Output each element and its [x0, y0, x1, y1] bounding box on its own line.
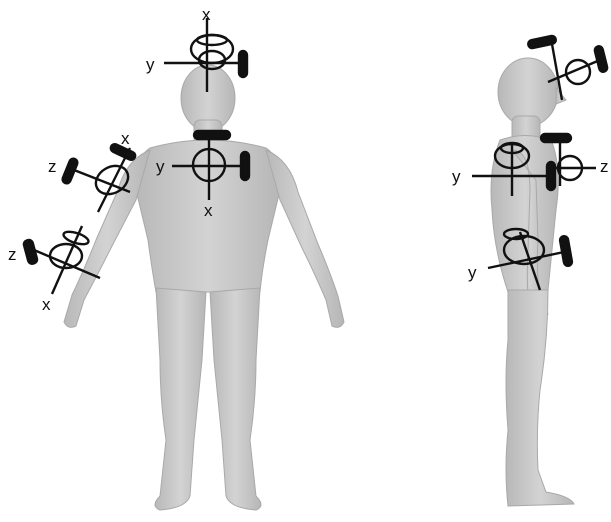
side-body-figure	[491, 58, 574, 506]
side-leg	[506, 290, 574, 506]
chest-y-label: y	[156, 157, 165, 176]
upper-arm-x-label: x	[121, 129, 130, 148]
side-head-z-label: z	[598, 51, 607, 70]
head-x-label: x	[202, 5, 211, 24]
side-chest-z-label: z	[600, 157, 609, 176]
head-y-plate	[239, 51, 247, 77]
chest-y-plate	[241, 152, 249, 180]
front-right-leg	[210, 288, 261, 510]
forearm-z-label: z	[8, 245, 17, 264]
side-chest-top-plate	[541, 134, 571, 142]
upper-arm-z-label: z	[48, 157, 57, 176]
chest-x-label: x	[204, 201, 213, 220]
chest-sensor-plate	[194, 131, 230, 139]
head-y-label: y	[146, 55, 155, 74]
front-left-leg	[155, 288, 206, 510]
forearm-x-label: x	[42, 295, 51, 314]
forearm-z-plate	[23, 239, 38, 265]
side-abdomen-y-label: y	[468, 263, 477, 282]
front-right-arm	[266, 150, 344, 327]
head-sensor-ring	[191, 35, 233, 63]
side-chest-y-plate	[547, 162, 555, 190]
side-abdomen-plate	[559, 236, 572, 267]
side-chest-y-label: y	[452, 167, 461, 186]
